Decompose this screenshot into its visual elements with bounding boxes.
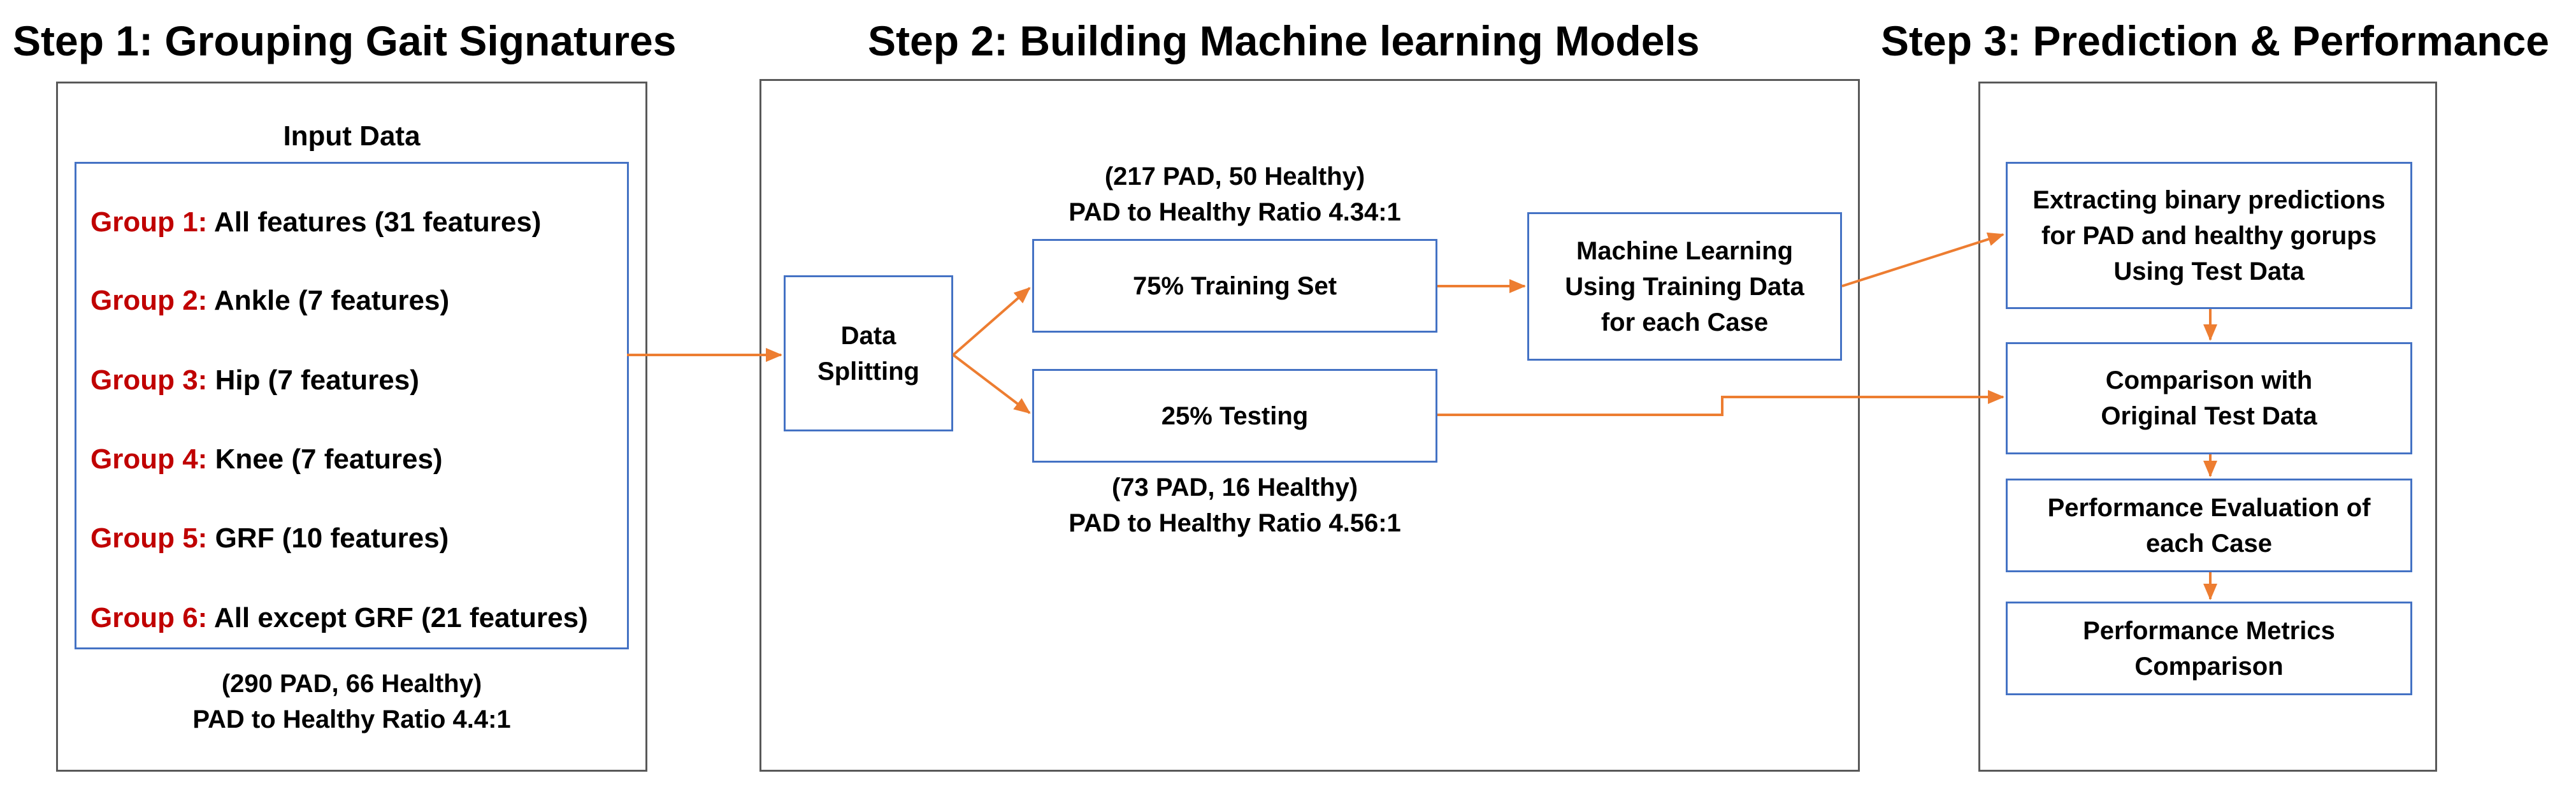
group-5-row: Group 5: GRF (10 features) xyxy=(90,519,449,558)
ml-line3: for each Case xyxy=(1601,308,1769,336)
data-splitting-line1: Data xyxy=(840,321,896,350)
input-data-title: Input Data xyxy=(283,120,421,152)
group-3-key: Group 3: xyxy=(90,365,208,396)
ml-line1: Machine Learning xyxy=(1576,236,1794,265)
group-4-key: Group 4: xyxy=(90,444,208,475)
comparison-line1: Comparison with xyxy=(2105,366,2313,394)
performance-metrics-box: Performance Metrics Comparison xyxy=(2006,602,2412,695)
group-2-key: Group 2: xyxy=(90,285,208,316)
comparison-box: Comparison with Original Test Data xyxy=(2006,342,2412,454)
extract-line3: Using Test Data xyxy=(2113,257,2305,285)
data-splitting-box: Data Splitting xyxy=(784,275,953,431)
performance-evaluation-box: Performance Evaluation of each Case xyxy=(2006,479,2412,572)
group-6-row: Group 6: All except GRF (21 features) xyxy=(90,599,588,637)
step3-heading: Step 3: Prediction & Performance xyxy=(1881,17,2549,64)
testing-set-label: 25% Testing xyxy=(1161,401,1309,430)
group-2-text: Ankle (7 features) xyxy=(213,285,450,316)
evaluation-line2: each Case xyxy=(2146,529,2272,558)
machine-learning-box: Machine Learning Using Training Data for… xyxy=(1527,212,1842,361)
group-6-text: All except GRF (21 features) xyxy=(213,602,588,633)
input-data-box xyxy=(75,162,629,649)
testing-ratio: PAD to Healthy Ratio 4.56:1 xyxy=(1069,509,1401,537)
testing-counts: (73 PAD, 16 Healthy) xyxy=(1111,473,1358,502)
comparison-line2: Original Test Data xyxy=(2101,402,2317,430)
group-4-text: Knee (7 features) xyxy=(215,444,443,475)
extract-line1: Extracting binary predictions xyxy=(2033,185,2385,214)
extract-line2: for PAD and healthy gorups xyxy=(2041,221,2377,250)
group-1-text: All features (31 features) xyxy=(213,206,542,238)
input-counts: (290 PAD, 66 Healthy) xyxy=(221,670,482,698)
group-5-text: GRF (10 features) xyxy=(215,523,449,554)
evaluation-line1: Performance Evaluation of xyxy=(2047,493,2371,522)
training-set-box: 75% Training Set xyxy=(1032,239,1437,333)
training-set-label: 75% Training Set xyxy=(1132,271,1337,300)
group-3-row: Group 3: Hip (7 features) xyxy=(90,361,419,400)
group-6-key: Group 6: xyxy=(90,602,208,633)
metrics-line1: Performance Metrics xyxy=(2083,616,2335,645)
testing-stats: (73 PAD, 16 Healthy) PAD to Healthy Rati… xyxy=(1032,470,1437,541)
group-2-row: Group 2: Ankle (7 features) xyxy=(90,282,449,320)
group-3-text: Hip (7 features) xyxy=(215,365,419,396)
ml-line2: Using Training Data xyxy=(1565,272,1804,301)
step1-heading: Step 1: Grouping Gait Signatures xyxy=(13,17,677,64)
metrics-line2: Comparison xyxy=(2134,652,2284,681)
group-1-row: Group 1: All features (31 features) xyxy=(90,203,541,242)
input-data-stats: (290 PAD, 66 Healthy) PAD to Healthy Rat… xyxy=(75,666,629,737)
training-ratio: PAD to Healthy Ratio 4.34:1 xyxy=(1069,198,1401,226)
group-5-key: Group 5: xyxy=(90,523,208,554)
extract-predictions-box: Extracting binary predictions for PAD an… xyxy=(2006,162,2412,309)
group-1-key: Group 1: xyxy=(90,206,208,238)
data-splitting-line2: Splitting xyxy=(817,357,919,386)
training-stats: (217 PAD, 50 Healthy) PAD to Healthy Rat… xyxy=(1032,159,1437,230)
testing-set-box: 25% Testing xyxy=(1032,369,1437,463)
step2-heading: Step 2: Building Machine learning Models xyxy=(868,17,1700,64)
group-4-row: Group 4: Knee (7 features) xyxy=(90,440,443,479)
input-ratio: PAD to Healthy Ratio 4.4:1 xyxy=(192,705,511,733)
training-counts: (217 PAD, 50 Healthy) xyxy=(1104,162,1365,191)
